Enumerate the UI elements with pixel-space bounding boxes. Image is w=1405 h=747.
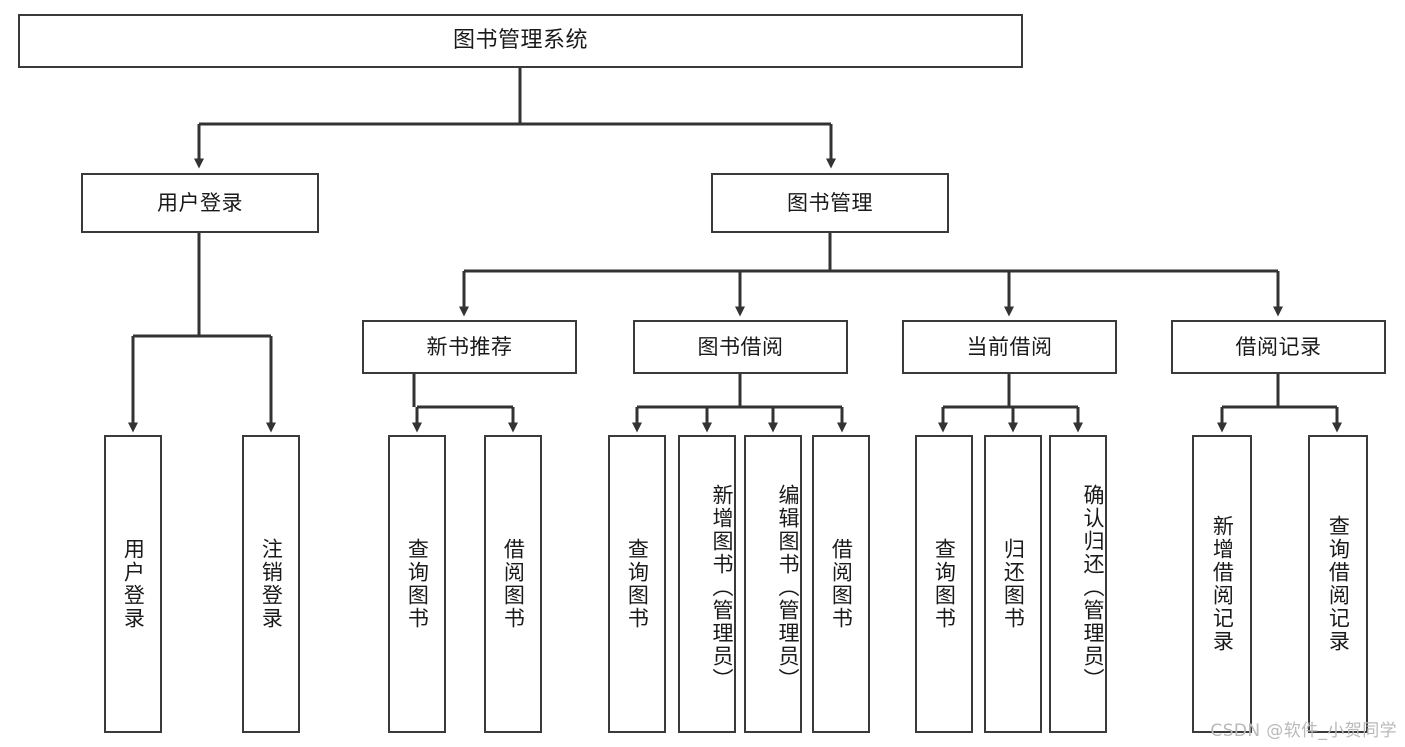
leaf-new-book-query-books[interactable]: 查询图书 [388,435,446,733]
node-label: 查询借阅记录 [1326,515,1351,653]
node-label: 归还图书 [1001,538,1026,630]
node-new-book-recommend[interactable]: 新书推荐 [362,320,577,374]
node-label: 借阅图书 [501,538,526,630]
node-label: 用户登录 [157,190,243,215]
leaf-current-confirm-return-admin[interactable]: 确认归还（管理员） [1049,435,1107,733]
leaf-user-login-logout[interactable]: 注销登录 [242,435,300,733]
node-label: 查询图书 [405,538,430,630]
node-label: 新增图书（管理员） [710,483,734,691]
node-label: 编辑图书（管理员） [776,483,800,691]
node-book-management[interactable]: 图书管理 [711,173,949,233]
node-label: 新增借阅记录 [1210,515,1235,653]
node-label: 查询图书 [932,538,957,630]
leaf-records-add-record[interactable]: 新增借阅记录 [1192,435,1252,733]
watermark: CSDN @软件_小贺同学 [1210,721,1397,741]
node-label: 图书借阅 [697,334,784,359]
node-label: 图书管理 [787,190,873,215]
leaf-borrow-edit-book-admin[interactable]: 编辑图书（管理员） [744,435,802,733]
leaf-borrow-borrow-books[interactable]: 借阅图书 [812,435,870,733]
node-label: 新书推荐 [426,334,513,359]
leaf-new-book-borrow-books[interactable]: 借阅图书 [484,435,542,733]
node-label: 注销登录 [259,538,284,630]
node-user-login[interactable]: 用户登录 [81,173,319,233]
node-label: 借阅记录 [1235,334,1322,359]
node-label: 确认归还（管理员） [1081,483,1105,691]
node-label: 查询图书 [625,538,650,630]
leaf-user-login-login[interactable]: 用户登录 [104,435,162,733]
node-label: 借阅图书 [829,538,854,630]
node-root-system[interactable]: 图书管理系统 [18,14,1023,68]
node-label: 图书管理系统 [452,28,588,54]
leaf-current-return-books[interactable]: 归还图书 [984,435,1042,733]
node-label: 当前借阅 [966,334,1053,359]
node-label: 用户登录 [121,538,146,630]
leaf-current-query-books[interactable]: 查询图书 [915,435,973,733]
node-book-borrow[interactable]: 图书借阅 [633,320,848,374]
node-borrow-records[interactable]: 借阅记录 [1171,320,1386,374]
node-current-borrow[interactable]: 当前借阅 [902,320,1117,374]
leaf-records-query-record[interactable]: 查询借阅记录 [1308,435,1368,733]
leaf-borrow-add-book-admin[interactable]: 新增图书（管理员） [678,435,736,733]
leaf-borrow-query-books[interactable]: 查询图书 [608,435,666,733]
